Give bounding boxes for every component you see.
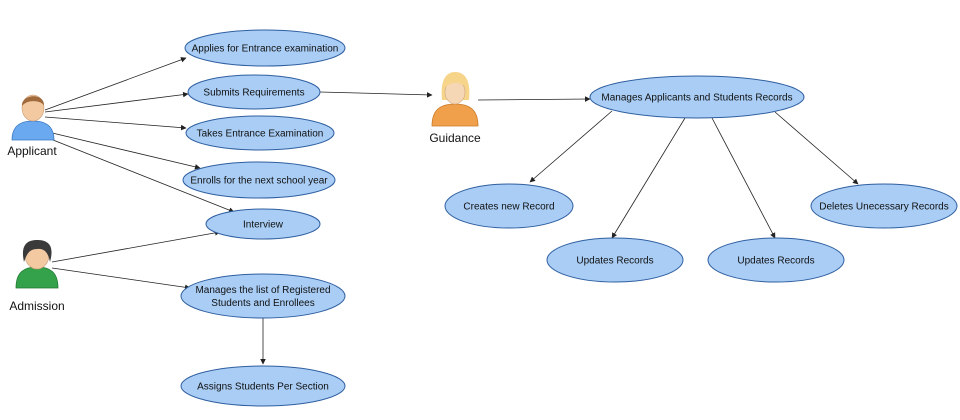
actor-label: Applicant xyxy=(7,144,57,158)
edge-submits-guidance xyxy=(319,91,433,98)
use-case-manages-records[interactable]: Manages Applicants and Students Records xyxy=(589,75,805,119)
use-case-interview[interactable]: Interview xyxy=(205,208,321,240)
edge-records-updates-1 xyxy=(611,117,686,239)
edge-guidance-manages-records xyxy=(477,96,591,102)
edge-applicant-takes xyxy=(44,116,187,131)
label: Interview xyxy=(243,220,284,231)
label-line-1: Manages the list of Registered xyxy=(195,285,330,296)
label: Applies for Entrance examination xyxy=(192,44,339,55)
label: Updates Records xyxy=(737,256,814,267)
use-case-assigns-students[interactable]: Assigns Students Per Section xyxy=(180,365,346,407)
actor-label: Admission xyxy=(9,299,64,313)
edge-applicant-submits xyxy=(44,91,189,113)
label: Submits Requirements xyxy=(203,88,304,99)
edge-records-updates-2 xyxy=(711,117,776,239)
label: Updates Records xyxy=(576,256,653,267)
use-case-takes-entrance[interactable]: Takes Entrance Examination xyxy=(185,115,335,151)
label: Deletes Unecessary Records xyxy=(819,202,949,213)
actor-guidance[interactable]: Guidance xyxy=(429,72,481,145)
applicant-icon xyxy=(11,94,55,141)
edge-admission-interview xyxy=(51,230,221,263)
label: Takes Entrance Examination xyxy=(197,129,324,140)
use-case-creates-record[interactable]: Creates new Record xyxy=(444,183,574,229)
use-case-manages-list[interactable]: Manages the list of Registered Students … xyxy=(180,273,346,319)
edge-applicant-applies xyxy=(44,57,187,111)
use-case-updates-records-1[interactable]: Updates Records xyxy=(546,237,684,283)
label-line-2: Students and Enrollees xyxy=(211,298,314,309)
use-case-submits-requirements[interactable]: Submits Requirements xyxy=(187,74,321,110)
label: Assigns Students Per Section xyxy=(197,382,329,393)
edge-applicant-interview xyxy=(47,137,235,213)
use-case-updates-records-2[interactable]: Updates Records xyxy=(707,237,845,283)
label: Creates new Record xyxy=(463,202,554,213)
guidance-icon xyxy=(431,72,479,127)
label: Enrolls for the next school year xyxy=(190,176,328,187)
use-case-deletes-records[interactable]: Deletes Unecessary Records xyxy=(810,183,958,229)
edges xyxy=(44,57,859,365)
edge-applicant-enrolls xyxy=(47,131,201,170)
edge-records-creates xyxy=(529,110,613,183)
edge-records-deletes xyxy=(774,111,859,185)
label: Manages Applicants and Students Records xyxy=(601,93,792,104)
use-case-enrolls-next-year[interactable]: Enrolls for the next school year xyxy=(182,161,336,199)
actor-applicant[interactable]: Applicant xyxy=(7,94,57,158)
use-case-applies-entrance[interactable]: Applies for Entrance examination xyxy=(184,29,346,67)
actor-label: Guidance xyxy=(429,131,481,145)
actor-admission[interactable]: Admission xyxy=(9,240,65,313)
admission-icon xyxy=(15,240,59,289)
edge-admission-manages-list xyxy=(51,267,191,291)
